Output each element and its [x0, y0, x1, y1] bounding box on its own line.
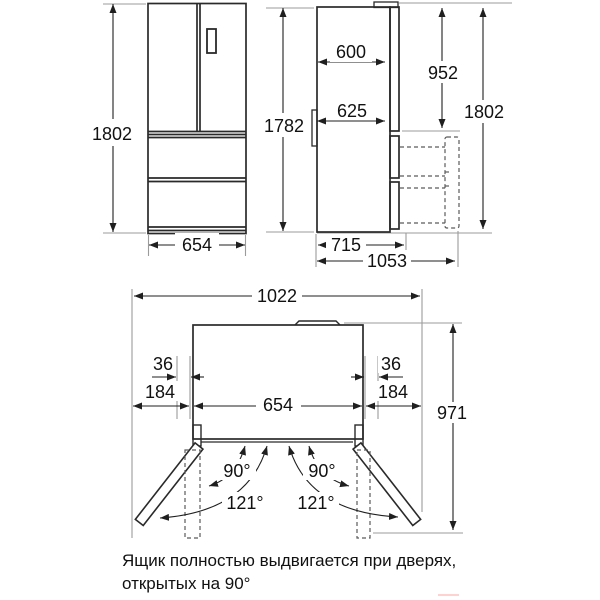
- caption-line1: Ящик полностью выдвигается при дверях,: [122, 551, 456, 570]
- side-door-profile: [389, 6, 400, 132]
- dim-side-depth-with-door: 715: [331, 235, 361, 255]
- dim-top-right-gap: 36: [381, 354, 401, 374]
- dim-front-width: 654: [182, 235, 212, 255]
- side-lower-drawer-front: [389, 181, 400, 230]
- dim-top-total-width: 1022: [257, 286, 297, 306]
- top-view: 1022 36 36 184 1: [131, 285, 474, 539]
- dim-side-door-depth: 625: [337, 101, 367, 121]
- top-rear-bump: [294, 320, 341, 326]
- front-view: 1802 654: [87, 2, 247, 256]
- caption: Ящик полностью выдвигается при дверях, о…: [122, 551, 456, 593]
- dim-side-top-depth: 600: [336, 42, 366, 62]
- dim-side-total-height: 1802: [464, 102, 504, 122]
- dim-front-height: 1802: [92, 124, 132, 144]
- angle-right-121: 121°: [297, 493, 334, 513]
- angle-left-121: 121°: [226, 493, 263, 513]
- dim-top-width: 654: [263, 395, 293, 415]
- caption-line2: открытых на 90°: [122, 574, 250, 593]
- top-right-door-open: [351, 441, 422, 527]
- side-rear-hinge-bump: [311, 109, 318, 147]
- top-cabinet-outline: [192, 324, 364, 440]
- front-door-handle: [206, 28, 217, 54]
- dim-side-upper-height: 952: [428, 63, 458, 83]
- side-drawer-extended-dashed: [400, 136, 460, 229]
- side-view: 600 625 1782 952 1802 715 1053: [258, 1, 512, 271]
- dim-top-left-gap: 36: [153, 354, 173, 374]
- dim-top-right-clearance: 184: [378, 382, 408, 402]
- angle-left-90: 90°: [223, 461, 250, 481]
- side-top-hinge-cover: [373, 1, 399, 9]
- angle-right-90: 90°: [308, 461, 335, 481]
- dim-top-depth-open: 971: [437, 403, 467, 423]
- side-upper-drawer-front: [389, 135, 400, 179]
- dim-side-body-height: 1782: [264, 116, 304, 136]
- dim-side-depth-drawer-open: 1053: [367, 251, 407, 271]
- dim-top-left-clearance: 184: [145, 382, 175, 402]
